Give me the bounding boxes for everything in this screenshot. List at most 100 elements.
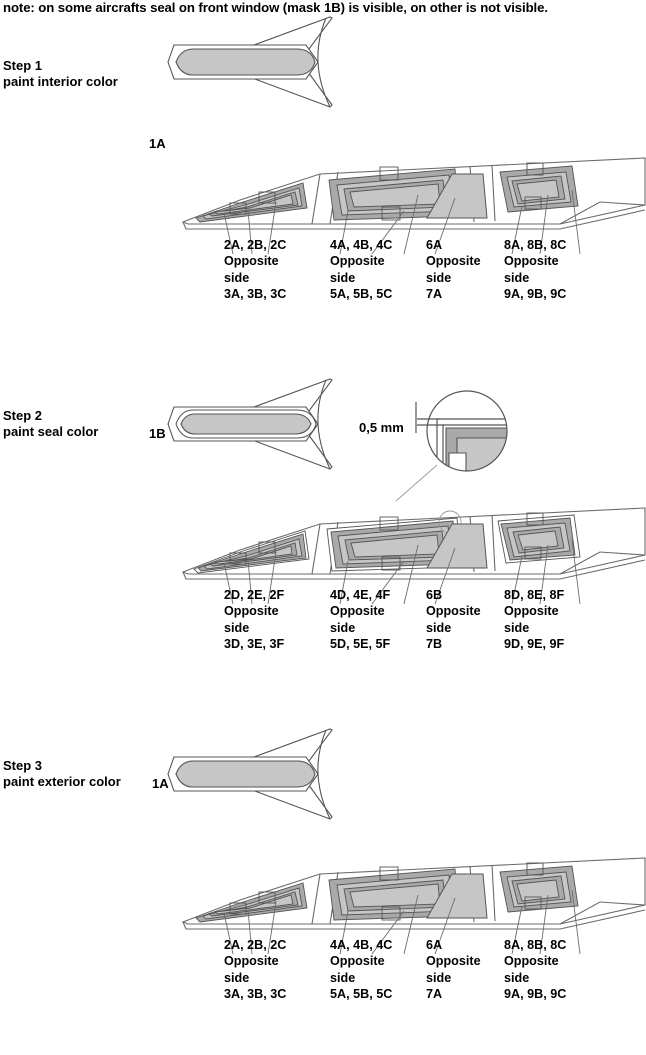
mask-group-2a-step3 bbox=[195, 882, 308, 923]
callout-8d-top: 8D, 8E, 8F bbox=[504, 588, 565, 602]
callout-8d-bottom: 9D, 9E, 9F bbox=[504, 636, 565, 651]
callout-8a-step3: 8A, 8B, 8C Opposite side 9A, 9B, 9C bbox=[504, 937, 566, 1002]
step-3-heading: Step 3 paint exterior color bbox=[3, 758, 121, 790]
callout-8a-step3-mid2: side bbox=[504, 970, 530, 985]
callout-2d-mid2: side bbox=[224, 620, 250, 635]
callout-4a-step3-mid2: side bbox=[330, 970, 356, 985]
callout-2a-step3-mid: Opposite bbox=[224, 954, 279, 969]
step-1-fuselage-drawing bbox=[181, 157, 646, 255]
callout-4d-mid: Opposite bbox=[330, 604, 385, 619]
mask-group-8d bbox=[497, 512, 581, 564]
mask-group-6b bbox=[426, 523, 488, 569]
callout-4a-step3-top: 4A, 4B, 4C bbox=[330, 938, 393, 952]
callout-4a-mid: Opposite bbox=[330, 254, 385, 269]
callout-6a-step3-mid2: side bbox=[426, 970, 452, 985]
mask-group-4a-step3 bbox=[328, 866, 460, 921]
callout-2d-mid: Opposite bbox=[224, 604, 279, 619]
mask-group-4 bbox=[328, 166, 460, 221]
note-text: note: on some aircrafts seal on front wi… bbox=[3, 0, 548, 15]
callout-6a-step3: 6A Opposite side 7A bbox=[426, 937, 481, 1002]
callout-2a: 2A, 2B, 2C Opposite side 3A, 3B, 3C bbox=[224, 237, 286, 302]
callout-6b-top: 6B bbox=[426, 588, 443, 602]
callout-6b: 6B Opposite side 7B bbox=[426, 587, 481, 652]
magnifier-circle bbox=[426, 390, 508, 472]
callout-8a-step3-mid: Opposite bbox=[504, 954, 559, 969]
callout-4a-step3: 4A, 4B, 4C Opposite side 5A, 5B, 5C bbox=[330, 937, 392, 1002]
callout-4a-step3-mid: Opposite bbox=[330, 954, 385, 969]
callout-8a-bottom: 9A, 9B, 9C bbox=[504, 286, 567, 301]
step-1-canopy-mask-label: 1A bbox=[149, 136, 166, 151]
step-1-section: Step 1 paint interior color 1A bbox=[0, 16, 646, 355]
callout-4a: 4A, 4B, 4C Opposite side 5A, 5B, 5C bbox=[330, 237, 392, 302]
callout-4d-top: 4D, 4E, 4F bbox=[330, 588, 391, 602]
step-3-canopy-drawing bbox=[167, 728, 333, 820]
mask-group-6a-step3 bbox=[426, 873, 488, 919]
step-3-title: Step 3 bbox=[3, 758, 43, 773]
callout-2d-bottom: 3D, 3E, 3F bbox=[224, 636, 285, 651]
callout-2d-top: 2D, 2E, 2F bbox=[224, 588, 285, 602]
step-2-fuselage-drawing bbox=[181, 507, 646, 605]
callout-2d: 2D, 2E, 2F Opposite side 3D, 3E, 3F bbox=[224, 587, 284, 652]
callout-8d-mid: Opposite bbox=[504, 604, 559, 619]
callout-4d: 4D, 4E, 4F Opposite side 5D, 5E, 5F bbox=[330, 587, 390, 652]
callout-8a-top: 8A, 8B, 8C bbox=[504, 238, 567, 252]
callout-4d-bottom: 5D, 5E, 5F bbox=[330, 636, 391, 651]
callout-4a-bottom: 5A, 5B, 5C bbox=[330, 286, 393, 301]
mask-group-8 bbox=[499, 162, 579, 213]
callout-6b-mid2: side bbox=[426, 620, 452, 635]
step-3-section: Step 3 paint exterior color 1A bbox=[0, 728, 646, 1055]
callout-2a-step3-bottom: 3A, 3B, 3C bbox=[224, 986, 287, 1001]
callout-2a-step3-mid2: side bbox=[224, 970, 250, 985]
callout-6a-step3-top: 6A bbox=[426, 938, 443, 952]
mask-group-2 bbox=[195, 182, 308, 223]
step-2-heading: Step 2 paint seal color bbox=[3, 408, 98, 440]
callout-2a-top: 2A, 2B, 2C bbox=[224, 238, 287, 252]
step-3-subtitle: paint exterior color bbox=[3, 774, 121, 789]
step-3-fuselage-drawing bbox=[181, 857, 646, 955]
step-3-canopy-mask-label: 1A bbox=[152, 776, 169, 791]
callout-8d: 8D, 8E, 8F Opposite side 9D, 9E, 9F bbox=[504, 587, 564, 652]
callout-6a-mid2: side bbox=[426, 270, 452, 285]
step-2-title: Step 2 bbox=[3, 408, 43, 423]
callout-6a-top: 6A bbox=[426, 238, 443, 252]
callout-4a-top: 4A, 4B, 4C bbox=[330, 238, 393, 252]
mask-group-4d bbox=[326, 510, 462, 572]
callout-4d-mid2: side bbox=[330, 620, 356, 635]
step-1-canopy-drawing bbox=[167, 16, 333, 108]
callout-2a-step3: 2A, 2B, 2C Opposite side 3A, 3B, 3C bbox=[224, 937, 286, 1002]
step-1-title: Step 1 bbox=[3, 58, 43, 73]
mask-group-6 bbox=[426, 173, 488, 219]
callout-4a-mid2: side bbox=[330, 270, 356, 285]
step-2-section: Step 2 paint seal color 1B 0,5 mm bbox=[0, 378, 646, 705]
step-1-subtitle: paint interior color bbox=[3, 74, 118, 89]
callout-6a-bottom: 7A bbox=[426, 286, 443, 301]
step-2-canopy-mask-label: 1B bbox=[149, 426, 166, 441]
detail-magnifier bbox=[395, 390, 508, 502]
callout-2a-mid: Opposite bbox=[224, 254, 279, 269]
callout-6a: 6A Opposite side 7A bbox=[426, 237, 481, 302]
step-3-canopy-mask-fill bbox=[175, 760, 316, 788]
callout-8a-mid2: side bbox=[504, 270, 530, 285]
mask-group-8a-step3 bbox=[499, 862, 579, 913]
step-1-heading: Step 1 paint interior color bbox=[3, 58, 118, 90]
step-1-canopy-mask-fill bbox=[175, 48, 316, 76]
callout-6a-mid: Opposite bbox=[426, 254, 481, 269]
callout-6a-step3-mid: Opposite bbox=[426, 954, 481, 969]
callout-4a-step3-bottom: 5A, 5B, 5C bbox=[330, 986, 393, 1001]
step-2-subtitle: paint seal color bbox=[3, 424, 99, 439]
magnifier-leader bbox=[395, 464, 438, 502]
callout-2a-mid2: side bbox=[224, 270, 250, 285]
callout-6a-step3-bottom: 7A bbox=[426, 986, 443, 1001]
callout-8a: 8A, 8B, 8C Opposite side 9A, 9B, 9C bbox=[504, 237, 566, 302]
callout-2a-bottom: 3A, 3B, 3C bbox=[224, 286, 287, 301]
callout-8d-mid2: side bbox=[504, 620, 530, 635]
callout-2a-step3-top: 2A, 2B, 2C bbox=[224, 938, 287, 952]
callout-8a-mid: Opposite bbox=[504, 254, 559, 269]
callout-6b-bottom: 7B bbox=[426, 636, 443, 651]
step-2-canopy-drawing bbox=[167, 378, 333, 470]
detail-dimension-label: 0,5 mm bbox=[359, 420, 404, 435]
callout-8a-step3-bottom: 9A, 9B, 9C bbox=[504, 986, 567, 1001]
callout-8a-step3-top: 8A, 8B, 8C bbox=[504, 938, 567, 952]
step-2-canopy-mask-fill bbox=[180, 413, 312, 435]
mask-group-2d bbox=[193, 530, 310, 574]
